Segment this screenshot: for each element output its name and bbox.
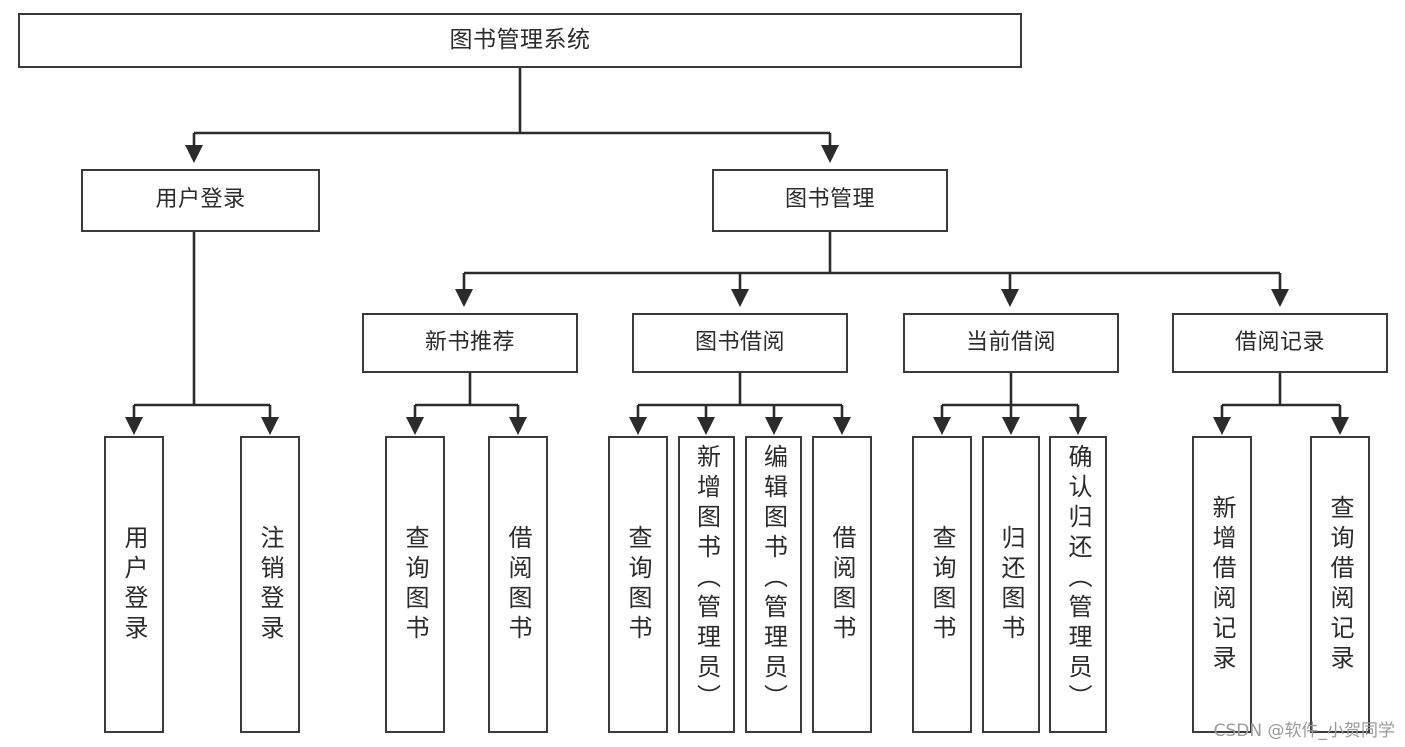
node-label: 图书管理系统 [449,26,591,53]
node-label: 新增借阅记录 [1208,494,1236,675]
leaf-borrow-book-recommendation[interactable]: 借阅图书 [488,436,548,733]
node-label: 确认归还（管理员） [1064,444,1092,714]
leaf-return-book[interactable]: 归还图书 [982,436,1040,733]
node-label: 图书借阅 [694,329,785,355]
leaf-add-book-admin[interactable]: 新增图书（管理员） [678,436,735,733]
node-label: 当前借阅 [965,329,1056,355]
node-book-management[interactable]: 图书管理 [712,169,948,232]
leaf-query-book-recommendation[interactable]: 查询图书 [385,436,445,733]
leaf-query-book-current[interactable]: 查询图书 [912,436,972,733]
node-label: 查询图书 [624,524,652,645]
node-user-login[interactable]: 用户登录 [81,169,320,232]
leaf-user-login[interactable]: 用户登录 [104,436,164,733]
node-root-book-management-system[interactable]: 图书管理系统 [18,13,1022,68]
node-label: 新书推荐 [424,329,515,355]
node-label: 借阅图书 [828,524,856,645]
node-label: 查询图书 [928,524,956,645]
node-label: 归还图书 [997,524,1025,645]
node-borrow-record[interactable]: 借阅记录 [1172,313,1388,373]
node-label: 编辑图书（管理员） [759,444,788,714]
leaf-edit-book-admin[interactable]: 编辑图书（管理员） [745,436,802,733]
node-label: 借阅记录 [1234,329,1325,355]
node-label: 新增图书（管理员） [692,444,721,714]
leaf-borrow-book-borrow[interactable]: 借阅图书 [812,436,872,733]
leaf-query-book-borrow[interactable]: 查询图书 [608,436,668,733]
node-label: 用户登录 [120,524,148,645]
node-label: 用户登录 [155,187,246,213]
node-current-borrow[interactable]: 当前借阅 [903,313,1119,373]
node-label: 图书管理 [784,187,875,213]
leaf-query-borrow-record[interactable]: 查询借阅记录 [1310,436,1370,733]
node-label: 借阅图书 [504,524,532,645]
node-label: 查询借阅记录 [1326,494,1354,675]
node-book-borrow[interactable]: 图书借阅 [632,313,848,373]
node-label: 注销登录 [256,524,284,645]
csdn-watermark: CSDN @软件_小贺同学 [1213,721,1395,741]
leaf-add-borrow-record[interactable]: 新增借阅记录 [1192,436,1252,733]
node-new-book-recommendation[interactable]: 新书推荐 [362,313,578,373]
node-label: 查询图书 [401,524,429,645]
leaf-logout[interactable]: 注销登录 [240,436,300,733]
leaf-confirm-return-admin[interactable]: 确认归还（管理员） [1049,436,1107,733]
